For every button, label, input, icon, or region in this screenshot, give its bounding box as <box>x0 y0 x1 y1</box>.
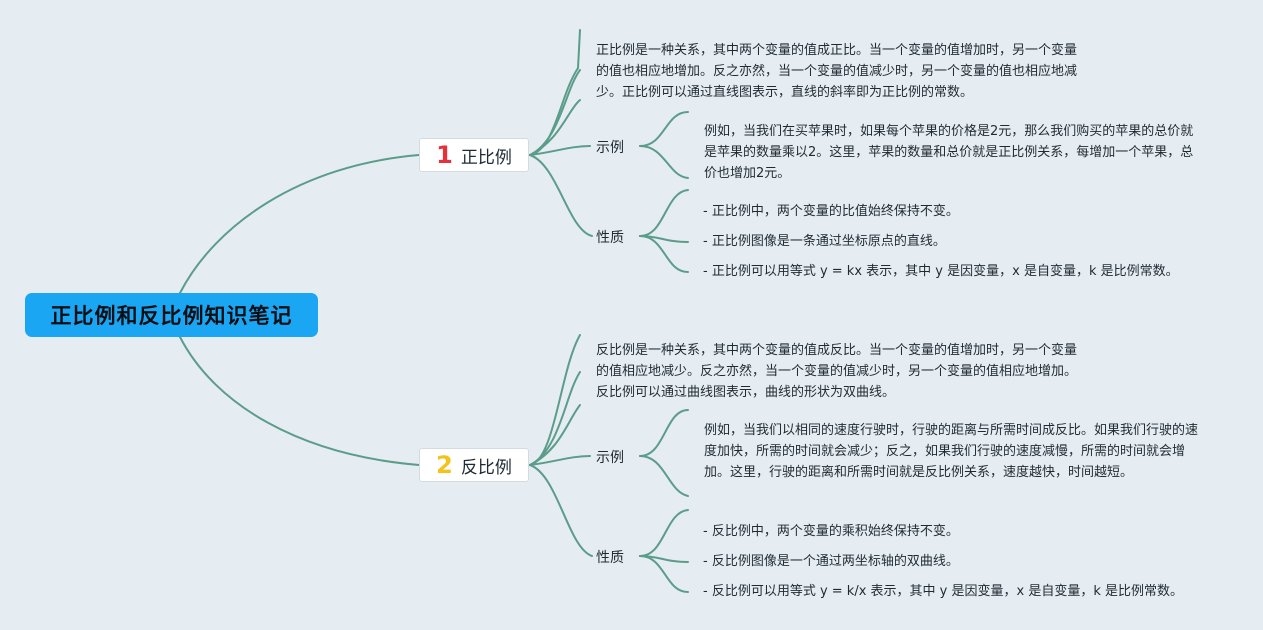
connector-b1-desc-low <box>529 99 581 156</box>
branch-topic-direct-proportion[interactable]: 1 正比例 <box>419 138 529 172</box>
branch2-property-label[interactable]: 性质 <box>596 550 624 566</box>
connector-b1-ex-text <box>639 111 689 147</box>
connector-b1-props <box>529 154 593 237</box>
branch1-property-3[interactable]: - 正比例可以用等式 y = kx 表示，其中 y 是因变量，x 是自变量，k … <box>703 264 1179 279</box>
branch-number-badge: 2 <box>436 451 453 479</box>
connector-root-branch1 <box>179 154 420 294</box>
branch-number-badge: 1 <box>436 141 453 169</box>
branch2-example-label[interactable]: 示例 <box>596 450 624 466</box>
branch-topic-inverse-proportion[interactable]: 2 反比例 <box>419 448 529 482</box>
connector-b2-ex-text <box>639 409 689 457</box>
branch1-example-text[interactable]: 例如，当我们在买苹果时，如果每个苹果的价格是2元，那么我们购买的苹果的总价就是苹… <box>704 124 1194 181</box>
connector-b2-ex-text2 <box>639 455 689 497</box>
branch2-example-text[interactable]: 例如，当我们以相同的速度行驶时，行驶的距离与所需时间成反比。如果我们行驶的速度加… <box>704 423 1199 480</box>
branch2-property-1[interactable]: - 反比例中，两个变量的乘积始终保持不变。 <box>703 524 959 539</box>
connector-b2-prop1 <box>639 509 689 557</box>
branch1-property-1[interactable]: - 正比例中，两个变量的比值始终保持不变。 <box>703 204 959 219</box>
branch-label: 正比例 <box>460 147 512 168</box>
connector-b1-prop3 <box>639 235 689 273</box>
connector-b2-example <box>529 455 591 466</box>
branch1-property-2[interactable]: - 正比例图像是一条通过坐标原点的直线。 <box>703 234 946 249</box>
connector-b2-desc-low <box>529 404 581 466</box>
branch1-description[interactable]: 正比例是一种关系，其中两个变量的值成正比。当一个变量的值增加时，另一个变量的值也… <box>596 43 1078 100</box>
branch1-property-label[interactable]: 性质 <box>596 230 624 246</box>
branch2-property-3[interactable]: - 反比例可以用等式 y = k/x 表示，其中 y 是因变量，x 是自变量，k… <box>703 584 1183 599</box>
branch2-description[interactable]: 反比例是一种关系，其中两个变量的值成反比。当一个变量的值增加时，另一个变量的值相… <box>596 343 1078 400</box>
connector-b1-example <box>529 145 591 156</box>
branch-label: 反比例 <box>460 457 512 478</box>
connector-b1-desc-mid <box>529 69 581 156</box>
connector-root-branch2 <box>179 336 420 466</box>
branch1-example-label[interactable]: 示例 <box>596 140 624 156</box>
connector-b2-prop3 <box>639 555 689 593</box>
branch2-property-2[interactable]: - 反比例图像是一个通过两坐标轴的双曲线。 <box>703 554 959 569</box>
connector-b2-props <box>529 464 593 557</box>
root-topic[interactable]: 正比例和反比例知识笔记 <box>25 293 318 337</box>
connector-b1-prop1 <box>639 189 689 237</box>
connector-b1-ex-text2 <box>639 145 689 179</box>
connector-b1-desc <box>529 29 581 156</box>
